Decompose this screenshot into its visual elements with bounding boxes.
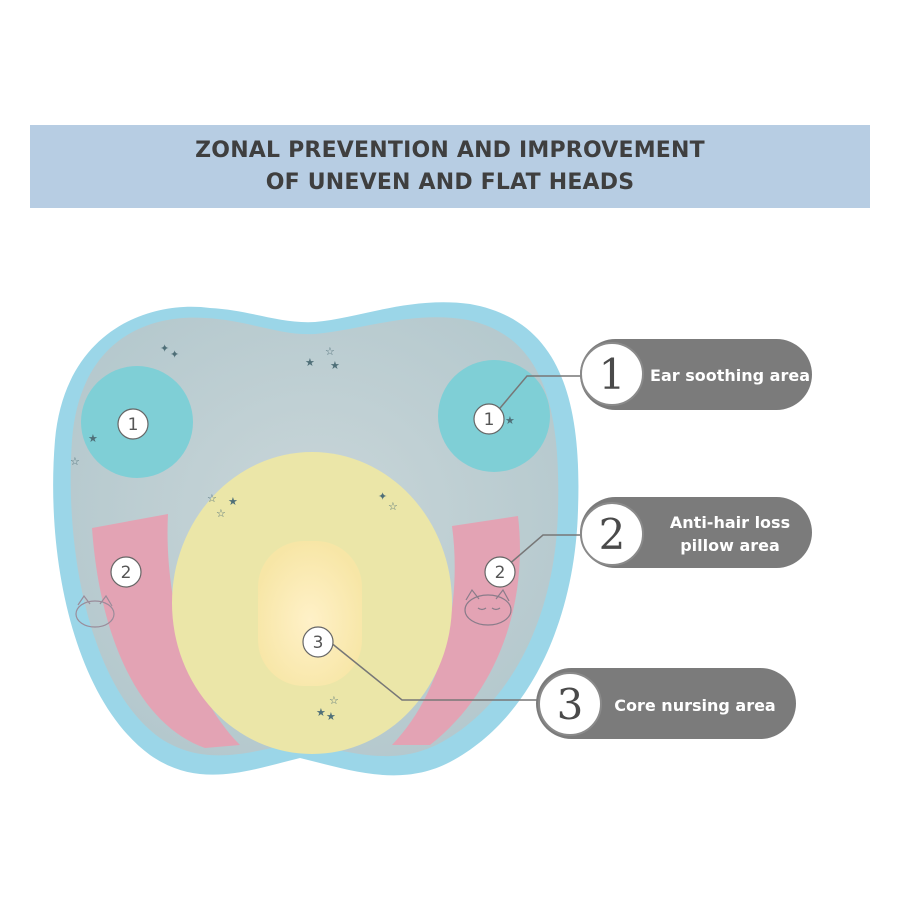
svg-text:Anti-hair loss: Anti-hair loss [670,513,790,532]
svg-text:★: ★ [330,359,340,372]
svg-text:1: 1 [128,415,139,435]
svg-text:3: 3 [557,680,584,729]
svg-text:✦: ✦ [170,348,179,361]
svg-text:1: 1 [484,410,495,430]
svg-text:★: ★ [228,495,238,508]
title-line-1: ZONAL PREVENTION AND IMPROVEMENT [195,137,705,163]
svg-text:✦: ✦ [378,490,387,503]
marker-ear-left: 1 [117,408,149,440]
marker-hair-right: 2 [484,556,516,588]
leader-lines [329,375,582,701]
svg-text:☆: ☆ [388,500,398,513]
svg-text:☆: ☆ [207,492,217,505]
svg-text:☆: ☆ [216,507,226,520]
cat-icon-right [464,588,512,626]
star-icons: ★☆★ ✦✦ ★☆ ☆★☆ ✦☆ ★☆★ ★ [70,342,515,723]
cat-icon-left [75,594,115,628]
svg-text:✦: ✦ [160,342,169,355]
title-banner: ZONAL PREVENTION AND IMPROVEMENT OF UNEV… [30,125,870,208]
svg-text:★: ★ [505,414,515,427]
callout-ear: 1 Ear soothing area [580,339,812,410]
marker-ear-right: 1 [473,403,505,435]
svg-text:☆: ☆ [70,455,80,468]
svg-text:3: 3 [313,633,324,653]
title-line-2: OF UNEVEN AND FLAT HEADS [265,169,635,195]
svg-text:pillow area: pillow area [680,536,780,555]
svg-text:★: ★ [305,356,315,369]
svg-text:1: 1 [599,350,626,399]
svg-text:2: 2 [121,563,132,583]
svg-text:★: ★ [326,710,336,723]
svg-text:★: ★ [316,706,326,719]
marker-hair-left: 2 [110,556,142,588]
svg-text:2: 2 [495,563,506,583]
marker-core: 3 [302,626,334,658]
svg-text:★: ★ [88,432,98,445]
svg-text:Ear soothing area: Ear soothing area [650,366,810,385]
svg-text:☆: ☆ [329,694,339,707]
callout-core: 3 Core nursing area [536,668,796,739]
svg-text:☆: ☆ [325,345,335,358]
svg-text:Core nursing area: Core nursing area [614,696,775,715]
core-center [258,541,362,686]
svg-text:2: 2 [599,510,626,559]
callout-hair: 2 Anti-hair loss pillow area [580,497,812,568]
